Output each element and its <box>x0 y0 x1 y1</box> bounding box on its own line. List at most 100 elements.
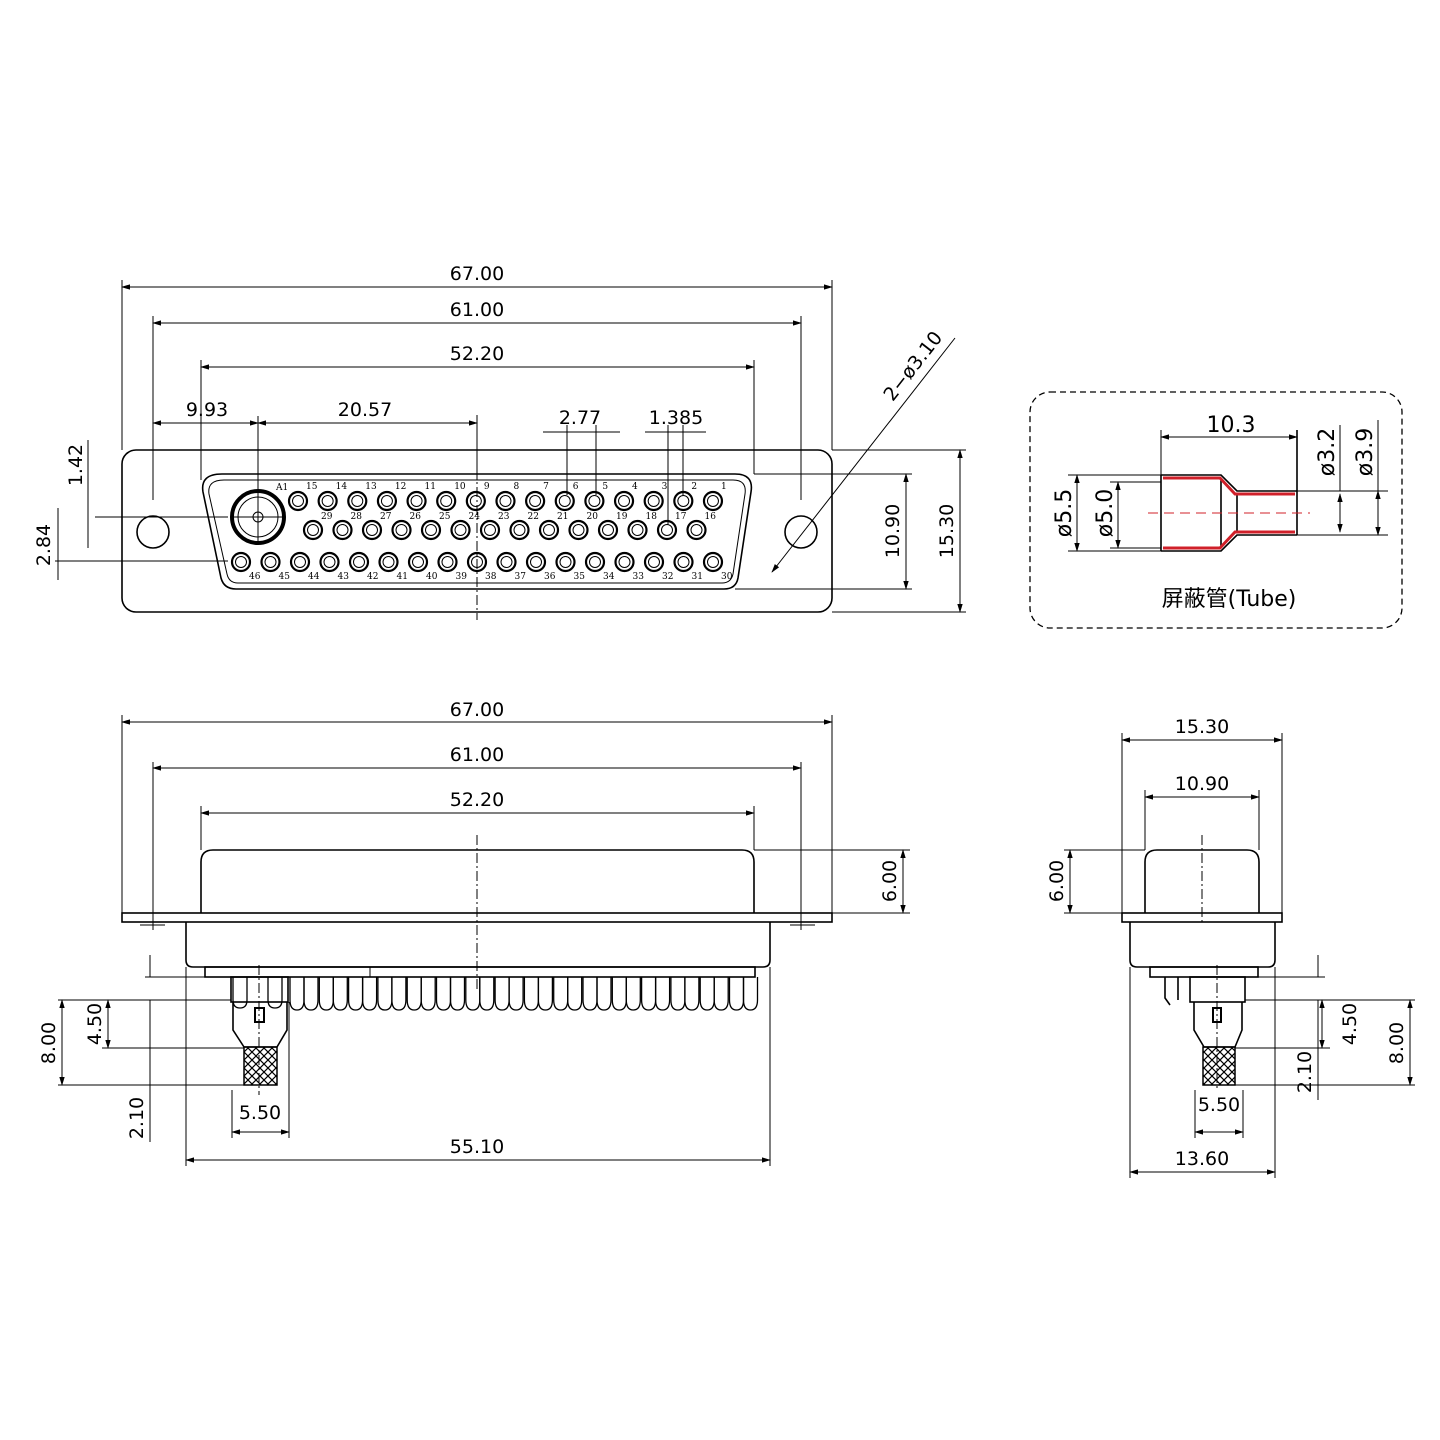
dim-shell-depth: 6.00 <box>1046 860 1068 902</box>
pin-number: 44 <box>308 572 320 582</box>
solder-cup <box>479 977 495 1011</box>
pin-contact: 6 <box>554 482 579 512</box>
solder-cup <box>582 977 598 1011</box>
pin-number: 22 <box>528 512 539 522</box>
pin-contact: 33 <box>614 551 645 582</box>
pin-contact: 16 <box>686 512 716 541</box>
dim-inner-small: ø3.2 <box>1315 428 1340 476</box>
extension-lines <box>1068 420 1388 552</box>
pin-tail <box>1164 977 1179 1006</box>
pin-number: 17 <box>675 512 687 522</box>
pin-number: 19 <box>616 512 628 522</box>
tube-shield-wall <box>1163 476 1295 550</box>
extension-lines <box>1064 733 1415 1178</box>
pin-number: 39 <box>456 572 468 582</box>
pin-number: 41 <box>397 572 408 582</box>
extension-lines <box>58 715 910 1166</box>
pin-contact: 39 <box>437 551 468 582</box>
dim-coax-center: 20.57 <box>338 399 392 421</box>
body-rear <box>185 922 771 968</box>
pin-contact: 32 <box>643 551 673 582</box>
pin-contact: 17 <box>656 512 687 541</box>
solder-cup <box>332 977 348 1011</box>
body-side <box>1129 922 1276 968</box>
mounting-hole-left <box>136 515 170 549</box>
pin-contact: 10 <box>436 482 466 512</box>
dim-pin-offset: 2.10 <box>126 1097 148 1139</box>
pin-number: 35 <box>574 572 586 582</box>
tube-caption: 屏蔽管(Tube) <box>1162 587 1297 612</box>
mounting-hole-right <box>784 515 818 549</box>
dim-shell-width: 52.20 <box>450 789 504 811</box>
dim-shell-height: 10.90 <box>882 504 904 558</box>
dim-pin-pitch: 2.77 <box>559 407 601 429</box>
pin-number: 18 <box>646 512 658 522</box>
solder-cup <box>713 977 729 1011</box>
solder-cup <box>699 977 715 1011</box>
pin-number: 33 <box>633 572 645 582</box>
dim-hole-pitch: 61.00 <box>450 744 504 766</box>
pin-number: 8 <box>513 482 519 492</box>
pin-number: 4 <box>632 482 638 492</box>
solder-cup <box>567 977 583 1011</box>
pin-number: 1 <box>721 482 727 492</box>
pin-number: 14 <box>336 482 348 492</box>
pin-number: 31 <box>692 572 703 582</box>
solder-cup <box>377 977 393 1011</box>
pin-contact: 20 <box>568 512 598 541</box>
solder-cup <box>303 977 319 1011</box>
pin-contact: 30 <box>702 551 733 582</box>
center-line <box>258 835 478 1095</box>
pin-number: 13 <box>365 482 377 492</box>
solder-cup <box>347 977 364 1011</box>
dim-inner-large: ø5.0 <box>1093 489 1118 537</box>
detail-frame <box>1029 391 1403 629</box>
pin-number: 28 <box>351 512 363 522</box>
pin-number: 29 <box>321 512 333 522</box>
pin-number: 37 <box>515 572 527 582</box>
dim-line <box>57 440 89 580</box>
pin-number: 7 <box>543 482 549 492</box>
pin-number: 32 <box>662 572 673 582</box>
pin-number: 38 <box>485 572 497 582</box>
pin-contact: 41 <box>378 551 408 582</box>
pin-number: 3 <box>662 482 668 492</box>
pin-contact: 21 <box>538 512 568 541</box>
pin-number: 36 <box>544 572 556 582</box>
pin-contact: 34 <box>584 551 615 582</box>
solder-cup <box>232 977 248 1009</box>
solder-cup <box>406 977 422 1011</box>
pin-number: 42 <box>367 572 378 582</box>
pin-number: 25 <box>439 512 451 522</box>
rear-plate <box>1149 966 1259 978</box>
dim-mounting-hole: 2−ø3.10 <box>879 327 947 405</box>
solder-cups <box>232 977 759 1011</box>
pin-contact: 46 <box>230 551 261 582</box>
pin-number: 45 <box>279 572 291 582</box>
pin-contact: 43 <box>319 551 349 582</box>
pin-contact: 18 <box>627 512 658 541</box>
pin-contact: 9 <box>465 482 490 512</box>
pin-number: 30 <box>721 572 733 582</box>
solder-cup <box>289 977 305 1011</box>
dim-shell-depth: 6.00 <box>879 860 901 902</box>
pin-number: 12 <box>395 482 406 492</box>
center-line <box>1201 835 1218 1090</box>
pin-contact: 15 <box>287 482 318 512</box>
solder-cup <box>537 977 554 1011</box>
pin-contact: 45 <box>260 551 291 582</box>
solder-cup <box>465 977 481 1011</box>
tube-detail: 10.3 ø5.5 ø5.0 ø3.2 ø3.9 屏蔽管(Tube) <box>1029 391 1403 629</box>
solder-cup <box>728 977 745 1011</box>
extension-lines <box>55 516 228 562</box>
solder-cup <box>523 977 540 1011</box>
pin-contact: 25 <box>420 512 451 541</box>
pin-number: 10 <box>454 482 466 492</box>
dim-row-offset-small: 1.42 <box>65 444 87 486</box>
pin-contact: 11 <box>406 482 436 512</box>
dim-outer-small: ø3.9 <box>1353 428 1378 476</box>
pin-number: 40 <box>426 572 438 582</box>
solder-cup <box>494 977 510 1011</box>
solder-cup <box>318 977 334 1011</box>
